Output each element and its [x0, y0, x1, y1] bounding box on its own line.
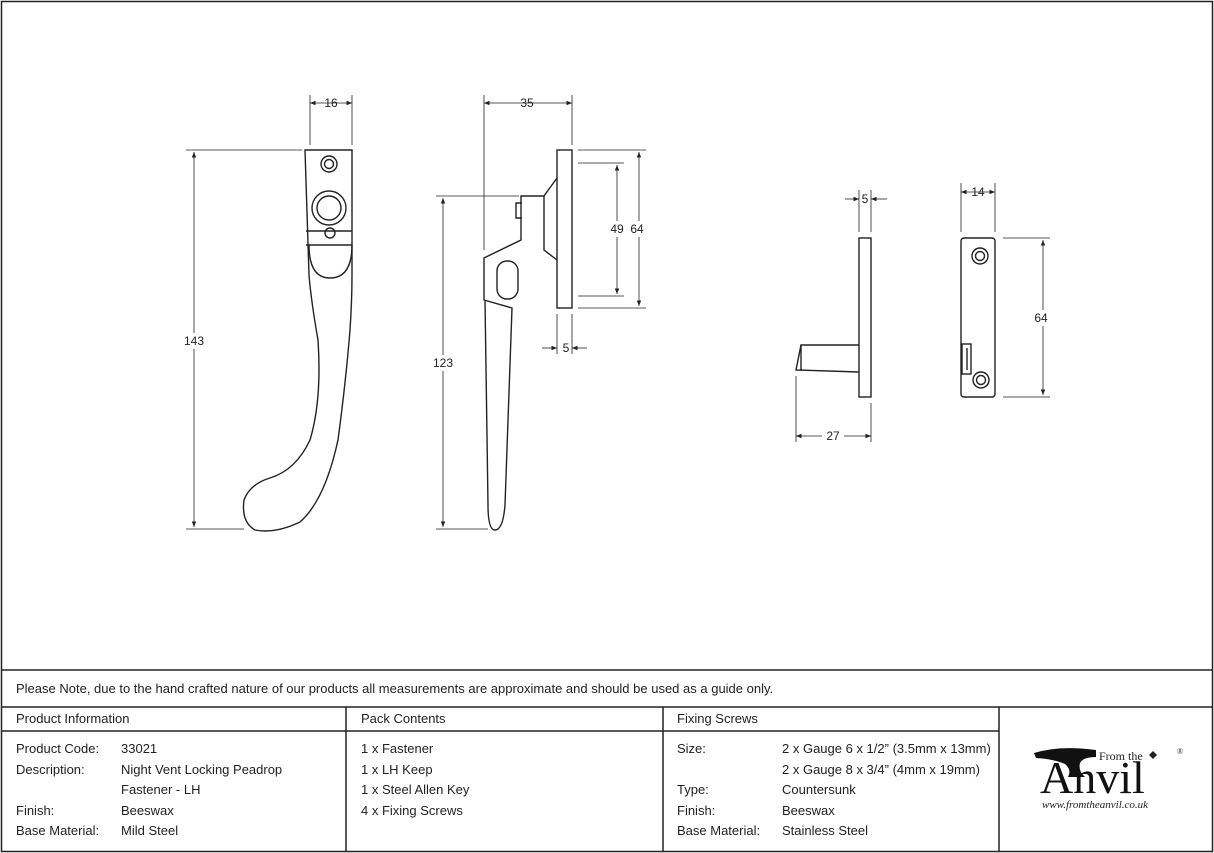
logo-from-the: From the	[1099, 749, 1143, 763]
finish-label: Finish:	[16, 803, 55, 818]
logo-brand: Anvil	[1040, 752, 1145, 803]
keep-side-view	[795, 237, 872, 398]
keep-front-dimensions	[960, 183, 1050, 398]
dim-label-bg	[430, 355, 458, 371]
dim-label-bg	[608, 221, 644, 237]
pack-contents-header: Pack Contents	[361, 711, 446, 726]
fixing-screws-header: Fixing Screws	[677, 711, 758, 726]
dim-keep-height: 64	[1034, 311, 1048, 325]
dim-plate-inner: 49	[610, 222, 624, 236]
pack-item: 4 x Fixing Screws	[361, 803, 463, 818]
product-info-header: Product Information	[16, 711, 130, 726]
pack-item: 1 x LH Keep	[361, 762, 433, 777]
screw-size-line1: 2 x Gauge 6 x 1/2” (3.5mm x 13mm)	[782, 741, 991, 756]
logo-registered-mark: ®	[1177, 747, 1183, 756]
dim-plate-thickness: 5	[563, 341, 570, 355]
side-dimensions	[436, 95, 646, 530]
screw-size-label: Size:	[677, 741, 706, 756]
screw-material-value: Stainless Steel	[782, 823, 868, 838]
screw-type-label: Type:	[677, 782, 709, 797]
screw-size-line2: 2 x Gauge 8 x 3/4” (4mm x 19mm)	[782, 762, 980, 777]
screw-type-value: Countersunk	[782, 782, 856, 797]
keep-front-view	[960, 237, 996, 398]
base-material-value: Mild Steel	[121, 823, 179, 838]
pack-item: 1 x Steel Allen Key	[361, 782, 470, 797]
dim-label-bg	[1030, 310, 1056, 326]
from-the-anvil-logo: From the ® Anvil www.fromtheanvil.co.uk	[1034, 747, 1183, 811]
dim-side-height: 123	[433, 356, 453, 370]
diamond-icon	[1149, 751, 1157, 759]
product-code-label: Product Code:	[16, 741, 100, 756]
screw-material-label: Base Material:	[677, 823, 761, 838]
description-label: Description:	[16, 762, 85, 777]
dim-label-bg	[180, 333, 208, 349]
side-view-fastener	[483, 149, 573, 531]
dim-plate-outer: 64	[630, 222, 644, 236]
finish-value: Beeswax	[121, 803, 174, 818]
anvil-icon	[1034, 748, 1096, 777]
dim-label-bg	[822, 428, 844, 444]
logo-url: www.fromtheanvil.co.uk	[1042, 799, 1149, 811]
disclaimer-note: Please Note, due to the hand crafted nat…	[16, 681, 774, 696]
description-value-line1: Night Vent Locking Peadrop	[121, 762, 283, 777]
screw-finish-label: Finish:	[677, 803, 716, 818]
front-view-handle	[242, 149, 353, 532]
dim-handle-height: 143	[184, 334, 204, 348]
base-material-label: Base Material:	[16, 823, 100, 838]
description-value-line2: Fastener - LH	[121, 782, 201, 797]
keep-side-dimensions	[795, 190, 887, 442]
dim-keep-width: 14	[971, 185, 985, 199]
screw-finish-value: Beeswax	[782, 803, 835, 818]
dim-keep-depth: 27	[826, 429, 840, 443]
product-code-value: 33021	[121, 741, 158, 756]
pack-item: 1 x Fastener	[361, 741, 434, 756]
info-table-grid	[1, 669, 1213, 852]
dim-handle-width: 16	[324, 96, 338, 110]
dim-keep-thickness: 5	[862, 192, 869, 206]
dim-side-depth: 35	[520, 96, 534, 110]
